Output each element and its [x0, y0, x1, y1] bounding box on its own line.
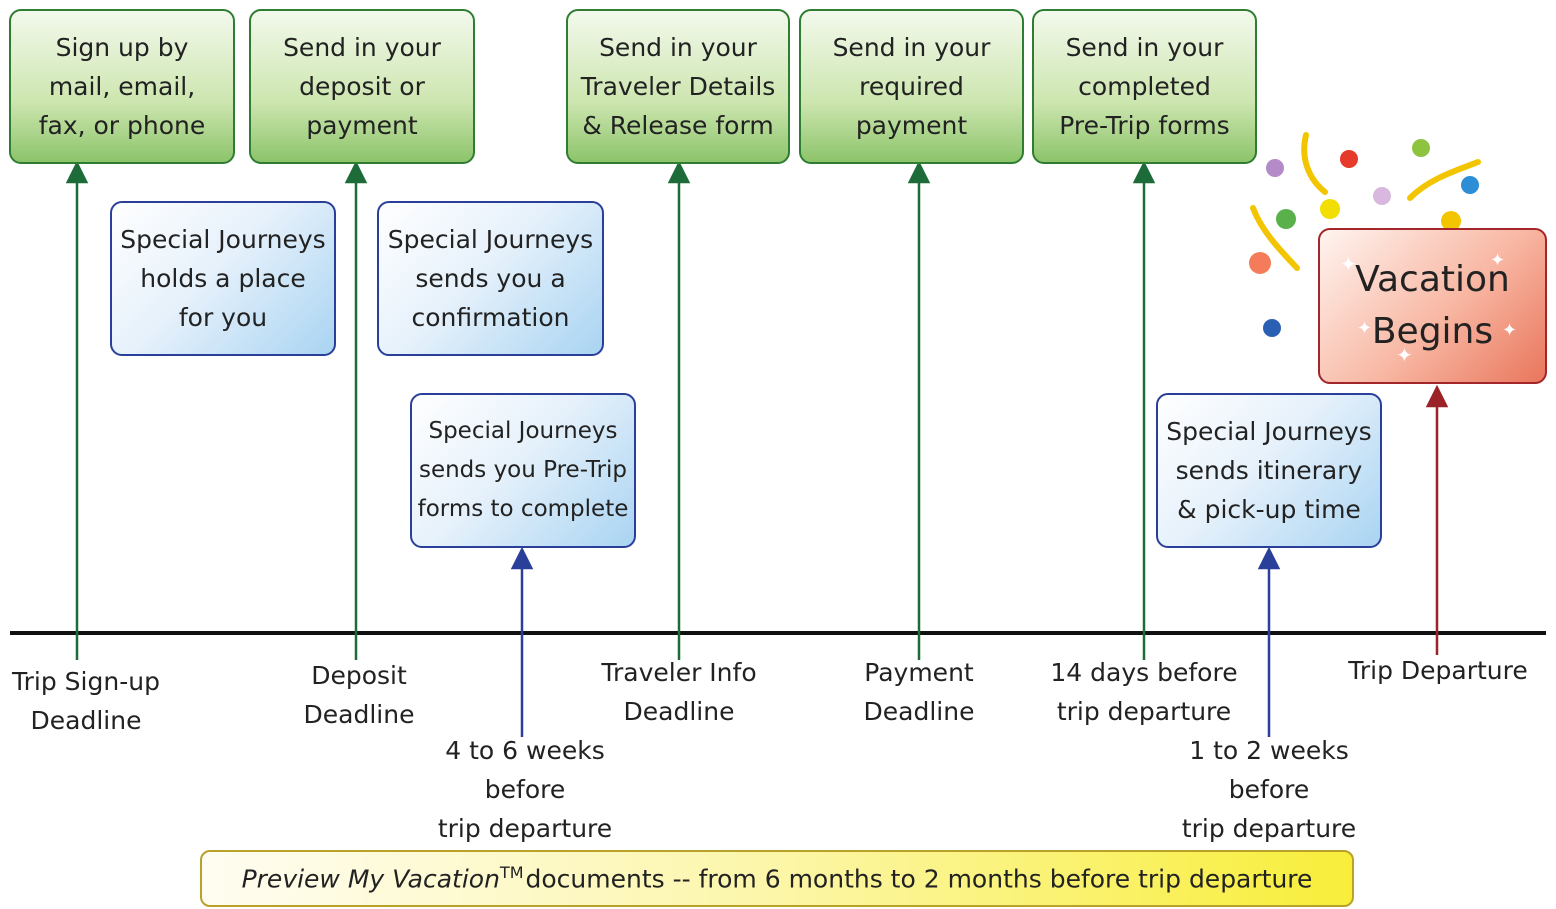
action-confirmation-text: Special Journeys sends you a confirmatio…: [387, 225, 594, 332]
banner-trademark: TM: [499, 863, 524, 883]
vacation-begins-text: Vacation Begins: [1355, 259, 1510, 352]
action-pretrip-forms-text: Special Journeys sends you Pre-Trip form…: [417, 418, 629, 522]
label-14-days: 14 days before trip departure: [1050, 658, 1238, 726]
action-confirmation-box: Special Journeys sends you a confirmatio…: [377, 201, 604, 356]
preview-my-vacation-banner: Preview My VacationTMdocuments -- from 6…: [200, 850, 1354, 907]
step-deposit-box: Send in your deposit or payment: [249, 9, 475, 164]
sparkle-icon: ✦: [1396, 343, 1413, 367]
action-pretrip-forms-box: Special Journeys sends you Pre-Trip form…: [410, 393, 636, 548]
step-signup-text: Sign up by mail, email, fax, or phone: [38, 33, 206, 140]
step-pretrip-text: Send in your completed Pre-Trip forms: [1059, 33, 1230, 140]
label-1-2-weeks: 1 to 2 weeks before trip departure: [1181, 736, 1357, 843]
banner-product-name: Preview My Vacation: [241, 864, 500, 894]
action-holds-place-box: Special Journeys holds a place for you: [110, 201, 336, 356]
label-trip-departure: Trip Departure: [1348, 656, 1528, 685]
label-4-6-weeks: 4 to 6 weeks before trip departure: [437, 736, 613, 843]
confetti-decoration: [1249, 132, 1481, 337]
sparkle-icon: ✦: [1340, 252, 1357, 276]
sparkle-icon: ✦: [1357, 318, 1373, 339]
step-traveler-details-text: Send in your Traveler Details & Release …: [580, 33, 776, 140]
step-payment-box: Send in your required payment: [799, 9, 1024, 164]
step-deposit-text: Send in your deposit or payment: [283, 33, 441, 140]
label-signup-deadline: Trip Sign-up Deadline: [12, 667, 160, 735]
sparkle-icon: ✦: [1502, 320, 1518, 341]
label-traveler-info-deadline: Traveler Info Deadline: [601, 658, 757, 726]
sparkle-icon: ✦: [1490, 250, 1506, 271]
step-traveler-details-box: Send in your Traveler Details & Release …: [566, 9, 790, 164]
label-payment-deadline: Payment Deadline: [863, 658, 975, 726]
action-itinerary-box: Special Journeys sends itinerary & pick-…: [1156, 393, 1382, 548]
action-itinerary-text: Special Journeys sends itinerary & pick-…: [1166, 417, 1372, 524]
step-pretrip-box: Send in your completed Pre-Trip forms: [1032, 9, 1257, 164]
banner-text: documents -- from 6 months to 2 months b…: [525, 864, 1313, 894]
label-deposit-deadline: Deposit Deadline: [303, 661, 415, 729]
step-signup-box: Sign up by mail, email, fax, or phone: [9, 9, 235, 164]
action-holds-place-text: Special Journeys holds a place for you: [120, 225, 326, 332]
step-payment-text: Send in your required payment: [832, 33, 991, 140]
vacation-begins-box: Vacation Begins: [1318, 228, 1547, 384]
